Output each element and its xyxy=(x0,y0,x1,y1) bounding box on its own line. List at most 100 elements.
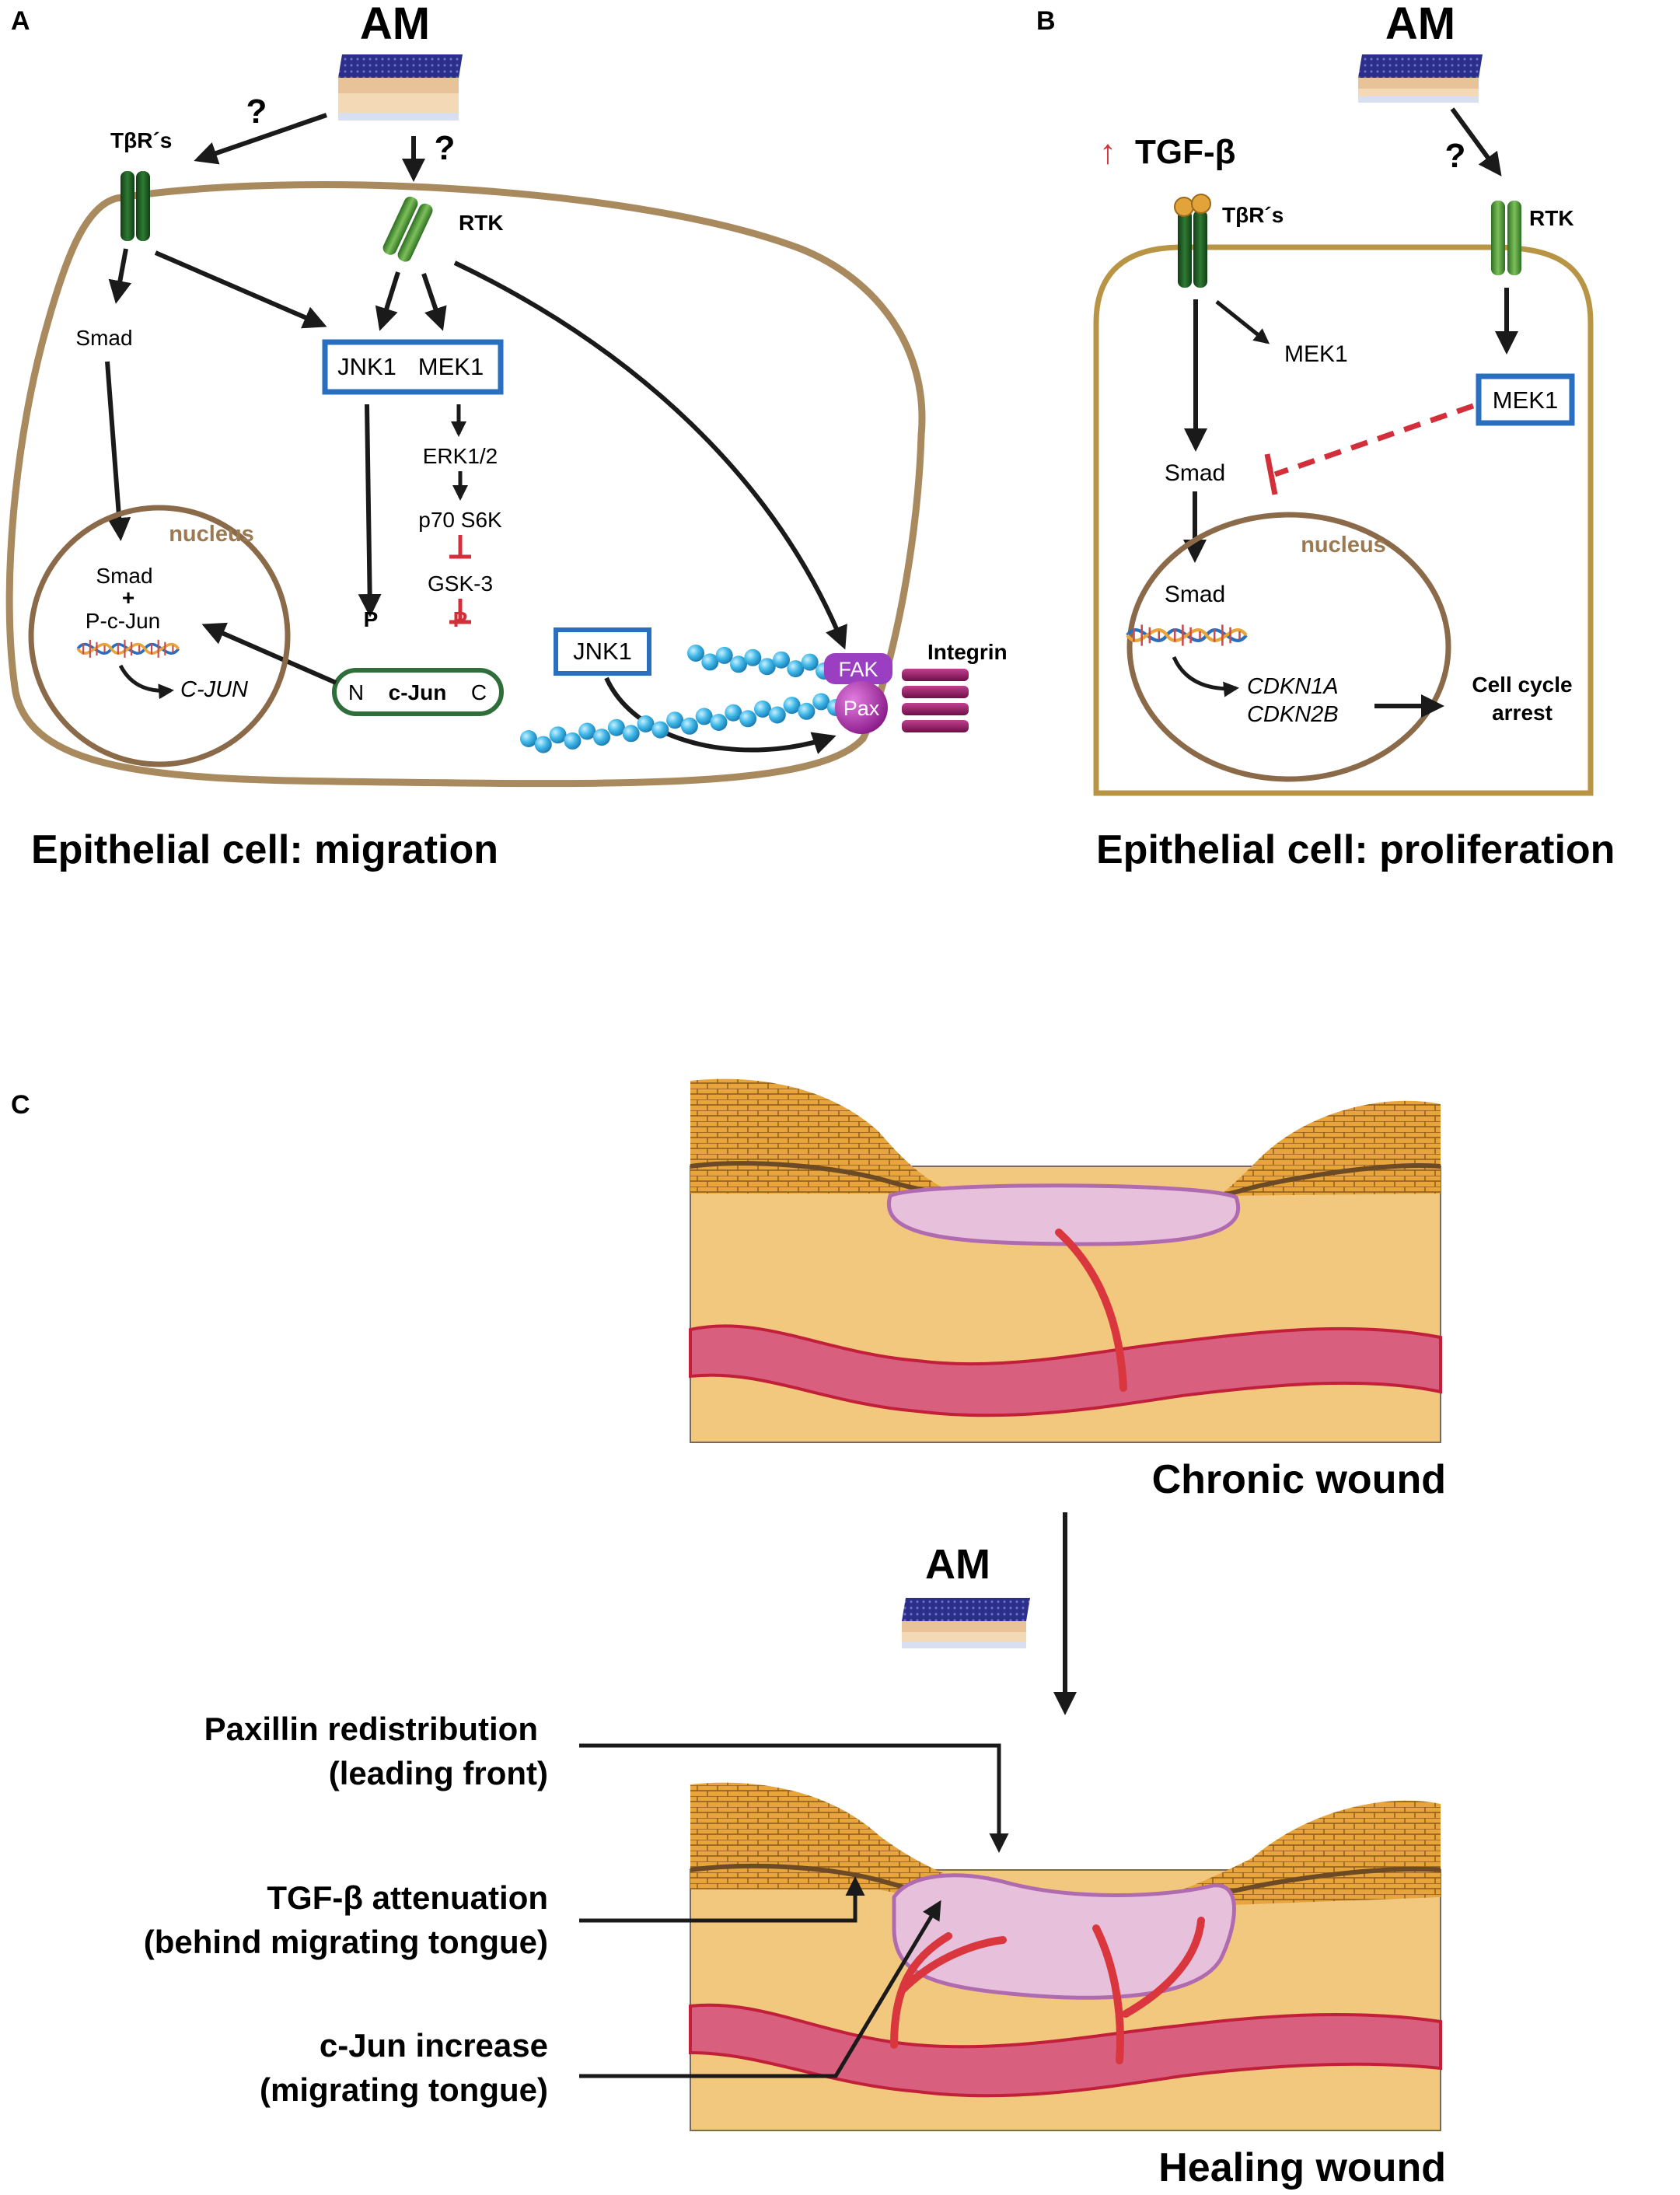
phospho-n-label: P xyxy=(364,607,379,631)
actin-bead xyxy=(534,736,552,753)
chronic-wound-illustration xyxy=(689,1078,1442,1443)
p-cjun-label: P-c-Jun xyxy=(86,609,160,633)
nucleus-a-label: nucleus xyxy=(169,522,254,547)
nucleus-b-label: nucleus xyxy=(1301,533,1386,557)
panel-c-letter: C xyxy=(11,1090,30,1120)
nucleus-b xyxy=(1126,512,1451,782)
actin-bead xyxy=(773,651,790,669)
jnk1-lower-box xyxy=(554,627,651,676)
actin-bead xyxy=(812,693,830,711)
pax-label: Pax xyxy=(843,697,880,720)
actin-bead xyxy=(783,697,801,715)
panel-b-am-title: AM xyxy=(1385,0,1455,49)
caption-proliferation: Epithelial cell: proliferation xyxy=(1096,827,1615,872)
healing-wound-label: Healing wound xyxy=(1158,2145,1446,2190)
tbr-receptor-icon xyxy=(120,171,150,241)
arrest-label: arrest xyxy=(1492,701,1553,725)
mek1-box-b xyxy=(1476,373,1575,426)
actin-bead xyxy=(687,645,704,662)
actin-bead xyxy=(666,711,684,729)
receptor-tbr-label-b: TβR´s xyxy=(1222,203,1284,227)
box-mek1-label-b: MEK1 xyxy=(1493,386,1558,414)
actin-bead xyxy=(798,702,816,720)
actin-bead xyxy=(787,660,805,678)
panel-c-am-label: AM xyxy=(925,1541,990,1588)
actin-bead xyxy=(715,646,733,664)
box-jnk1-label: JNK1 xyxy=(337,353,396,380)
am-membrane-icon-b xyxy=(1358,54,1483,103)
question-b: ? xyxy=(1445,137,1466,175)
smad-nucleus-b: Smad xyxy=(1165,582,1225,607)
actin-bead xyxy=(695,708,713,725)
actin-bead xyxy=(651,721,669,739)
panel-a: A AM ? ? TβR´s RTK Smad xyxy=(5,0,1008,872)
fak-pax-complex: FAK Pax xyxy=(824,653,892,734)
cell-cycle-label: Cell cycle xyxy=(1472,673,1572,697)
actin-bead xyxy=(730,655,747,673)
tgf-attenuation-label-2: (behind migrating tongue) xyxy=(144,1924,548,1960)
dna-icon xyxy=(76,638,180,659)
p70-s6k-label: p70 S6K xyxy=(418,508,502,532)
actin-bead xyxy=(622,725,640,743)
am-membrane-icon-c xyxy=(902,1598,1030,1648)
dna-icon-b xyxy=(1127,624,1246,645)
panel-a-letter: A xyxy=(11,6,30,36)
actin-bead xyxy=(754,700,771,718)
erk-label: ERK1/2 xyxy=(423,444,498,468)
smad-cytoplasm: Smad xyxy=(75,326,132,350)
receptor-rtk-label: RTK xyxy=(459,211,504,235)
actin-bead xyxy=(744,648,762,666)
panel-c: C Chronic wound AM xyxy=(11,1078,1446,2190)
paxillin-label-1: Paxillin redistribution xyxy=(204,1711,538,1747)
up-arrow-icon: ↑ xyxy=(1099,133,1116,171)
actin-bead xyxy=(593,729,610,746)
rtk-receptor-icon xyxy=(382,196,433,262)
cjun-protein xyxy=(332,668,504,716)
actin-bead xyxy=(564,732,582,750)
question-left: ? xyxy=(246,93,267,131)
cell-membrane-a xyxy=(5,181,926,788)
gene-cdkn1a: CDKN1A xyxy=(1247,674,1339,699)
actin-bead xyxy=(607,718,625,736)
actin-bead xyxy=(710,714,728,731)
gene-cdkn2b: CDKN2B xyxy=(1247,702,1339,727)
gsk3-label: GSK-3 xyxy=(428,571,493,596)
chronic-wound-label: Chronic wound xyxy=(1152,1457,1446,1502)
actin-bead xyxy=(520,730,537,747)
actin-bead xyxy=(801,653,819,671)
am-membrane-icon xyxy=(338,54,463,121)
plus-sign: + xyxy=(122,585,134,610)
tgf-attenuation-label-1: TGF-β attenuation xyxy=(267,1879,548,1916)
caption-migration: Epithelial cell: migration xyxy=(31,827,498,872)
actin-bead xyxy=(768,706,786,724)
tgf-beta-label: TGF-β xyxy=(1135,133,1236,171)
fak-label: FAK xyxy=(838,658,878,681)
smad-cytoplasm-b: Smad xyxy=(1165,460,1225,486)
integrin-label: Integrin xyxy=(927,640,1008,664)
cjun-c-terminus: C xyxy=(471,680,487,704)
panel-b-letter: B xyxy=(1036,6,1056,36)
actin-bead xyxy=(725,704,742,722)
nucleus-a xyxy=(28,505,291,767)
cjun-n-terminus: N xyxy=(348,680,364,704)
actin-bead xyxy=(680,717,698,735)
box-mek1-label: MEK1 xyxy=(418,353,484,380)
panel-a-am-title: AM xyxy=(360,0,430,49)
cjun-label: c-Jun xyxy=(389,680,447,704)
actin-bead xyxy=(549,726,567,744)
cjun-increase-label-2: (migrating tongue) xyxy=(260,2071,548,2108)
cjun-gene-label: C-JUN xyxy=(180,677,248,702)
paxillin-label-2: (leading front) xyxy=(329,1755,548,1791)
integrin-icon xyxy=(902,669,969,732)
box-jnk1-lower-label: JNK1 xyxy=(573,638,632,665)
actin-bead xyxy=(637,715,655,732)
actin-bead xyxy=(701,653,719,671)
actin-bead xyxy=(578,722,596,740)
receptor-tbr-label: TβR´s xyxy=(110,128,172,152)
tbr-receptor-icon-b xyxy=(1174,194,1211,288)
mek1-plain-label: MEK1 xyxy=(1284,341,1348,367)
rtk-receptor-icon-b xyxy=(1491,201,1521,275)
receptor-rtk-label-b: RTK xyxy=(1529,206,1574,230)
cjun-increase-label-1: c-Jun increase xyxy=(320,2027,548,2064)
